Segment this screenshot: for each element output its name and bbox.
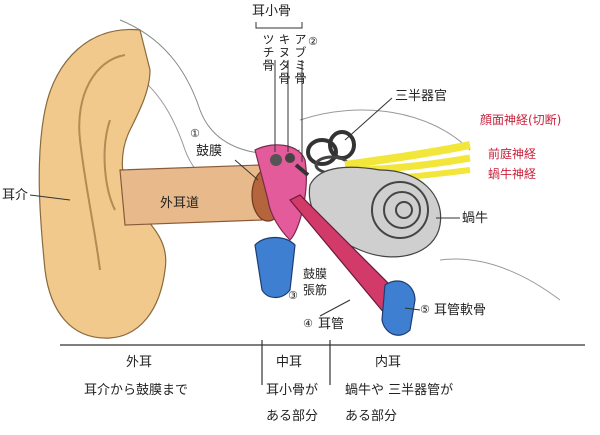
pinna-concha <box>103 119 116 211</box>
anvil-bone <box>285 153 295 163</box>
section-middle-desc1: 耳小骨が <box>266 383 319 398</box>
stirrup-bone <box>294 163 310 177</box>
label-tensor-line1: 鼓膜 <box>303 267 328 281</box>
label-tube: 耳管 <box>318 317 345 332</box>
bone-outline <box>299 109 471 151</box>
label-vestibular-nerve: 前庭神経 <box>488 147 537 161</box>
section-middle-desc2: ある部分 <box>266 409 319 424</box>
cochlea-spiral-2 <box>383 191 421 229</box>
label-anvil: キヌタ骨 <box>277 33 291 85</box>
label-facial-nerve: 顔面神経(切断) <box>480 113 562 127</box>
section-outer-desc: 耳介から鼓膜まで <box>84 383 189 398</box>
tube-cartilage-shape <box>381 280 416 336</box>
hammer-bone <box>270 154 282 166</box>
label-tube-cartilage-num: ⑤ <box>420 303 430 316</box>
section-inner-desc1: 蝸牛や 三半器管が <box>345 383 454 398</box>
ear-canal-shape <box>119 164 270 226</box>
facial-nerve-shape <box>344 141 471 169</box>
cochlea-spiral-3 <box>395 201 413 219</box>
label-cochlear-nerve: 蝸牛神経 <box>488 167 537 181</box>
semicircular-leader <box>344 97 393 141</box>
label-semicircular: 三半器官 <box>395 89 448 104</box>
pinna-fold <box>78 54 126 271</box>
pinna-leader <box>29 194 71 201</box>
semicircular-canal-1 <box>306 138 338 166</box>
pinna-shape <box>38 28 167 339</box>
label-ear-canal: 外耳道 <box>160 196 200 211</box>
label-pinna: 耳介 <box>2 188 29 203</box>
section-inner-desc2: ある部分 <box>345 409 398 424</box>
tube-leader <box>319 299 351 317</box>
section-inner-title: 内耳 <box>375 355 402 370</box>
lower-outline <box>439 258 561 301</box>
label-stirrup: アブミ骨 <box>293 33 307 85</box>
section-outer-title: 外耳 <box>126 355 153 370</box>
ossicle-bracket <box>255 22 303 29</box>
label-hammer: ツチ骨 <box>261 33 275 72</box>
cartilage-leader <box>404 307 421 311</box>
label-cochlea: 蝸牛 <box>462 211 489 226</box>
label-tensor-line2: 張筋 <box>303 283 328 297</box>
label-tube-cartilage: 耳管軟骨 <box>434 303 487 318</box>
section-middle-title: 中耳 <box>276 355 303 370</box>
label-tensor-num: ③ <box>288 289 298 302</box>
label-eardrum-num: ① <box>190 127 200 140</box>
eardrum-leader <box>234 159 259 181</box>
cochlea-spiral-1 <box>371 181 429 239</box>
label-ossicle-num: ② <box>308 35 318 48</box>
tensor-tympani-shape <box>254 236 296 299</box>
label-eardrum: 鼓膜 <box>196 144 223 159</box>
label-ossicles-title: 耳小骨 <box>252 4 292 19</box>
label-tube-num: ④ <box>303 317 313 330</box>
